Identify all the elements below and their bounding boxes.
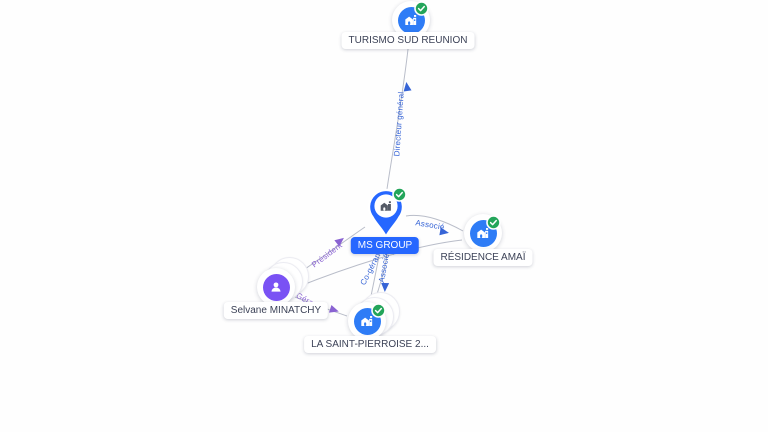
verified-badge-icon [414,1,429,16]
pin-icon[interactable] [363,186,409,242]
node-label[interactable]: RÉSIDENCE AMAÏ [433,249,533,266]
edge-minatchy-residence [294,239,463,289]
edge-ms-residence [405,214,464,232]
building-icon [477,228,489,238]
node-label[interactable]: LA SAINT-PIERROISE 2... [304,336,436,353]
person-icon [262,273,290,301]
person-icon [271,282,281,292]
building-icon [405,15,417,25]
verified-badge-icon [371,303,386,318]
node-label[interactable]: TURISMO SUD REUNION [341,32,475,49]
verified-badge-icon [392,187,407,202]
building-icon [380,201,391,211]
edge-ms-turismo [386,39,410,190]
verified-badge-icon [486,215,501,230]
node-label-selected[interactable]: MS GROUP [350,237,420,254]
node-label[interactable]: Selvane MINATCHY [223,302,329,319]
company-icon [397,6,425,34]
company-icon [469,219,497,247]
person-node-circle[interactable] [257,268,295,306]
building-icon [361,316,373,326]
